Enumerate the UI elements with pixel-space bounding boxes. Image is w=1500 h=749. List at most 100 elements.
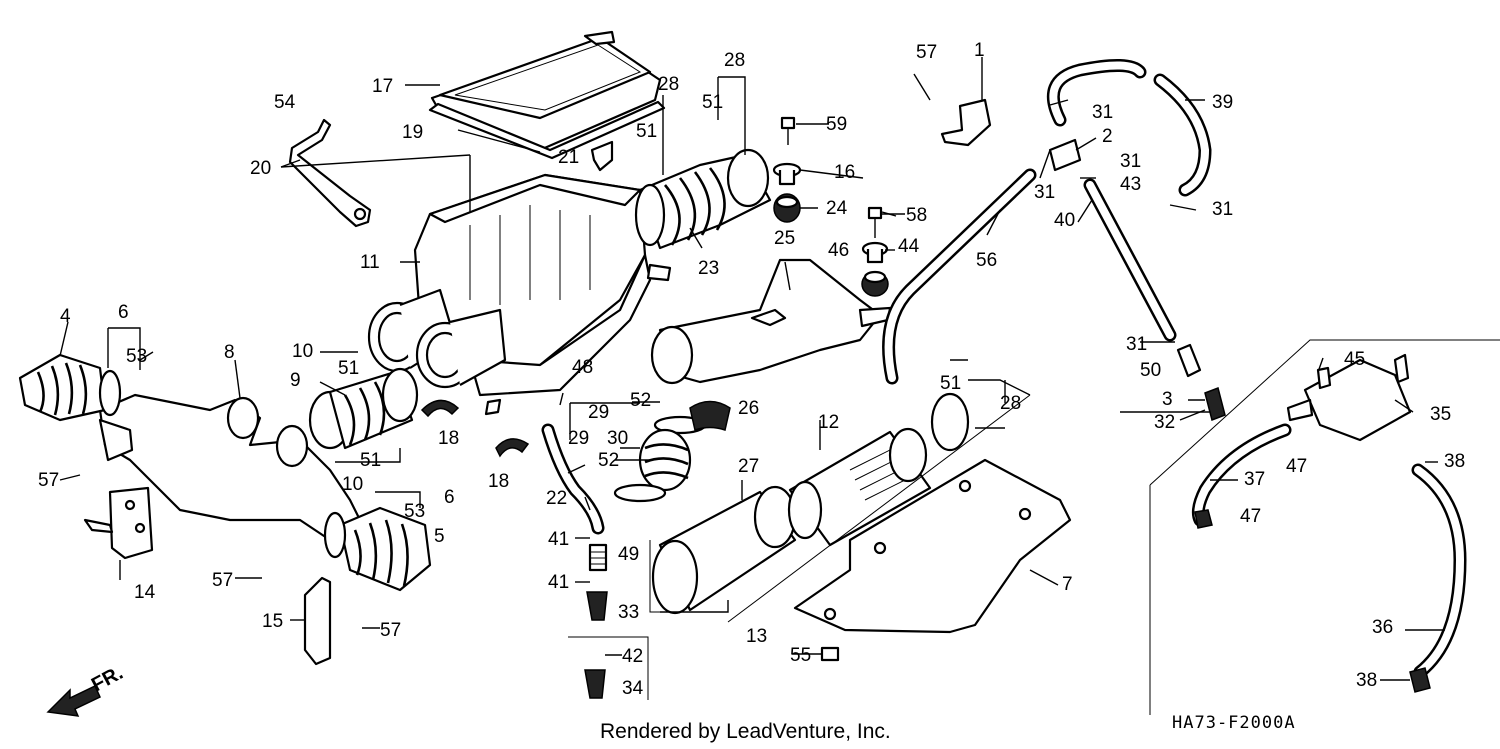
callout-45: 45 <box>1344 349 1365 370</box>
callout-8: 8 <box>224 342 235 363</box>
callout-56: 56 <box>976 250 997 271</box>
stay-plate <box>303 576 332 666</box>
breather-hose <box>1083 178 1177 342</box>
collar <box>861 241 889 264</box>
callout-32: 32 <box>1154 412 1175 433</box>
callout-21: 21 <box>558 147 579 168</box>
rubber-boot <box>18 353 107 422</box>
callout-11: 11 <box>360 252 380 273</box>
section-outline <box>568 339 1500 715</box>
hose-band <box>98 369 122 417</box>
callout-53: 53 <box>404 501 425 522</box>
callout-35: 35 <box>1430 404 1451 425</box>
callout-57: 57 <box>212 570 233 591</box>
callout-31: 31 <box>1212 199 1233 220</box>
callout-52: 52 <box>598 450 619 471</box>
drain-plug <box>588 543 608 572</box>
vacuum-chamber <box>1286 353 1412 442</box>
callout-43: 43 <box>1120 174 1141 195</box>
callout-28: 28 <box>724 50 745 71</box>
callout-6: 6 <box>444 487 455 508</box>
breather-hose <box>1046 58 1147 127</box>
callout-41: 41 <box>548 529 569 550</box>
callout-labels: 1 2 3 4 5 6 6 7 8 9 10 10 11 12 13 14 15… <box>38 40 1465 699</box>
hose-clip <box>1194 509 1431 693</box>
callout-25: 25 <box>774 228 795 249</box>
callout-51: 51 <box>338 358 359 379</box>
callout-39: 39 <box>1212 92 1233 113</box>
callout-57: 57 <box>916 42 937 63</box>
callout-2: 2 <box>1102 126 1113 147</box>
splash-plate <box>793 458 1072 634</box>
intake-duct <box>650 258 892 385</box>
callout-40: 40 <box>1054 210 1075 231</box>
cover-gasket <box>428 100 666 160</box>
callout-37: 37 <box>1244 469 1265 490</box>
hose-band <box>323 511 347 559</box>
callout-7: 7 <box>1062 574 1073 595</box>
callout-24: 24 <box>826 198 848 219</box>
callout-58: 58 <box>906 205 927 226</box>
callout-57: 57 <box>38 470 59 491</box>
clamp <box>420 399 460 418</box>
connector-tube <box>308 367 419 450</box>
connecting-tube <box>634 148 772 250</box>
check-valve <box>1176 343 1226 422</box>
callout-3: 3 <box>1162 389 1173 410</box>
callout-17: 17 <box>372 76 393 97</box>
callout-36: 36 <box>1372 617 1393 638</box>
breather-hose <box>882 168 1037 385</box>
callout-59: 59 <box>826 114 847 135</box>
callout-6: 6 <box>118 302 129 323</box>
rubber-boot <box>338 506 432 592</box>
callout-12: 12 <box>818 412 839 433</box>
drain-tube <box>541 423 605 535</box>
hose-band <box>930 392 970 452</box>
callout-16: 16 <box>834 162 855 183</box>
footer-credit: Rendered by LeadVenture, Inc. <box>600 720 891 743</box>
callout-31: 31 <box>1092 102 1113 123</box>
rubber-grommet <box>861 270 889 297</box>
front-direction-arrow: FR. <box>46 662 127 717</box>
leader-lines <box>59 57 1445 681</box>
callout-51: 51 <box>636 121 657 142</box>
hose-band <box>613 415 707 503</box>
callout-50: 50 <box>1140 360 1161 381</box>
rubber-cap <box>689 400 731 431</box>
clip <box>590 140 614 172</box>
diagram-code: HA73-F2000A <box>1172 713 1296 733</box>
bolt <box>820 646 840 662</box>
callout-10: 10 <box>292 341 313 362</box>
mounting-bracket <box>288 118 372 228</box>
callout-10: 10 <box>342 474 363 495</box>
clamp <box>495 438 530 458</box>
callout-29: 29 <box>588 402 609 423</box>
callout-55: 55 <box>790 645 811 666</box>
callout-23: 23 <box>698 258 719 279</box>
bolt <box>867 206 883 238</box>
callout-46: 46 <box>828 240 849 261</box>
callout-42: 42 <box>622 646 643 667</box>
side-bracket <box>83 486 154 560</box>
callout-52: 52 <box>630 390 651 411</box>
vacuum-hose <box>1411 463 1467 679</box>
callout-13: 13 <box>746 626 767 647</box>
callout-9: 9 <box>290 370 301 391</box>
callout-31: 31 <box>1120 151 1141 172</box>
t-joint <box>1048 138 1082 172</box>
grommet <box>773 193 801 223</box>
callout-57: 57 <box>380 620 401 641</box>
callout-29: 29 <box>568 428 589 449</box>
callout-53: 53 <box>126 346 147 367</box>
callout-34: 34 <box>622 678 644 699</box>
hose-bracket <box>940 98 992 147</box>
callout-51: 51 <box>940 373 961 394</box>
callout-20: 20 <box>250 158 271 179</box>
callout-15: 15 <box>262 611 283 632</box>
callout-4: 4 <box>60 306 71 327</box>
callout-48: 48 <box>572 357 593 378</box>
callout-18: 18 <box>488 471 509 492</box>
callout-51: 51 <box>702 92 723 113</box>
callout-31: 31 <box>1034 182 1055 203</box>
